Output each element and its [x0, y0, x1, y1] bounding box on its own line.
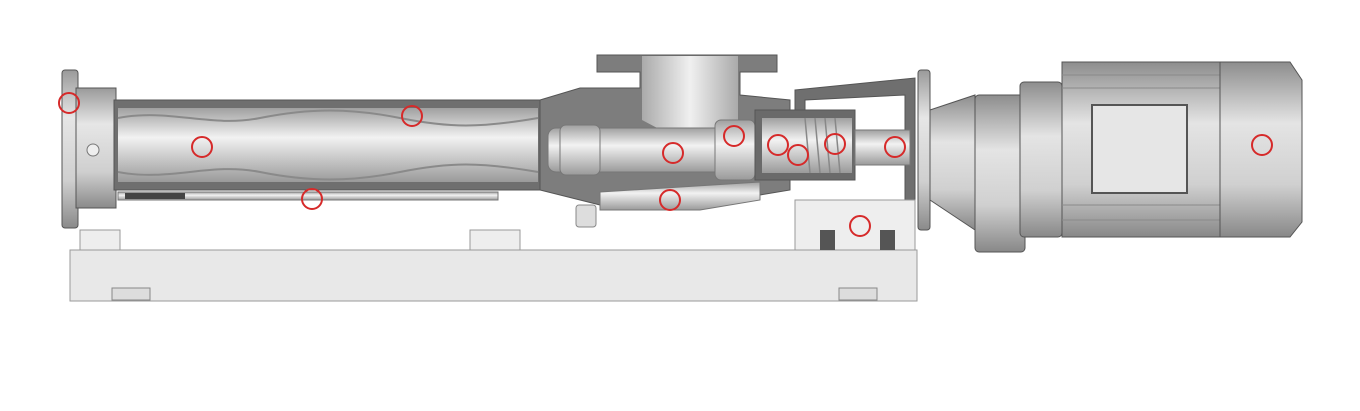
base-plate — [69, 229, 918, 302]
discharge-flange — [61, 69, 117, 229]
hotspot-joint-pin[interactable] — [723, 125, 745, 147]
hotspot-seal-ring[interactable] — [787, 144, 809, 166]
hotspot-joint[interactable] — [767, 134, 789, 156]
hotspot-suction-housing[interactable] — [659, 189, 681, 211]
hotspots — [58, 92, 1273, 237]
hotspot-tie-rod[interactable] — [301, 188, 323, 210]
hotspot-drive-shaft[interactable] — [884, 136, 906, 158]
hotspot-motor[interactable] — [1251, 134, 1273, 156]
hotspot-bracket-foot[interactable] — [849, 215, 871, 237]
hotspot-coupling-rod[interactable] — [662, 142, 684, 164]
suction-housing — [539, 54, 791, 228]
hotspot-rotor[interactable] — [191, 136, 213, 158]
bearing-bracket — [794, 69, 931, 251]
hotspot-stator-tube[interactable] — [401, 105, 423, 127]
hotspot-end-flange[interactable] — [58, 92, 80, 114]
drive-unit — [929, 61, 1303, 253]
stator — [113, 99, 543, 201]
hotspot-mechanical-seal[interactable] — [824, 133, 846, 155]
